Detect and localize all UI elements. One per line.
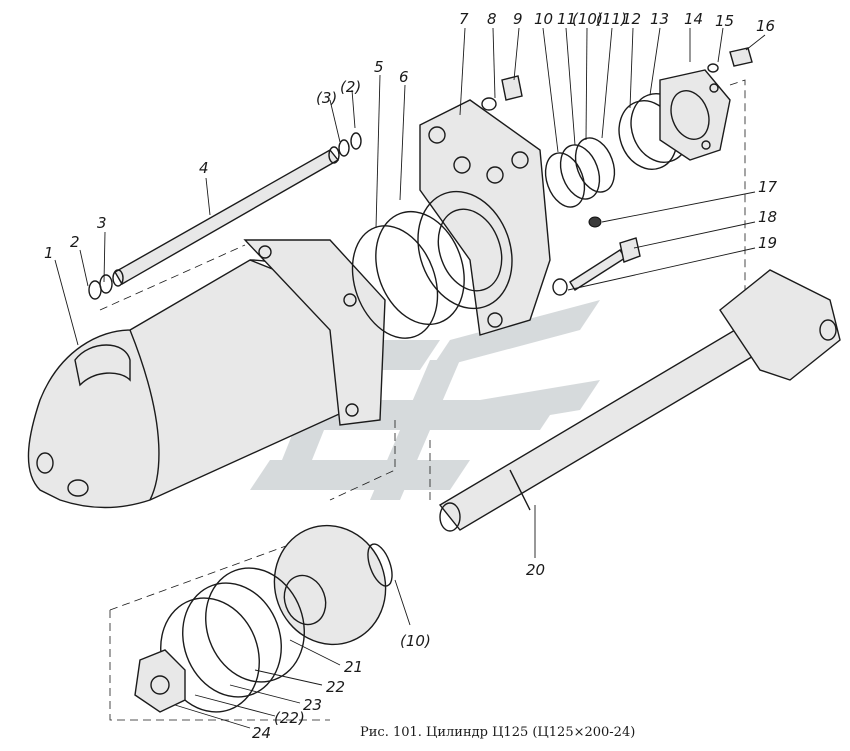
figure-caption: Рис. 101. Цилиндр Ц125 (Ц125×200-24) (360, 725, 636, 740)
label-16: 16 (756, 17, 775, 35)
label-11-11: (11) (596, 10, 627, 28)
plug-and-washer (481, 75, 523, 111)
label-18: 18 (758, 208, 777, 226)
piston-rod (438, 269, 841, 532)
label-24: 24 (252, 724, 271, 742)
label-8: 8 (487, 10, 497, 28)
label-1: 1 (44, 244, 54, 262)
label-13: 13 (650, 10, 669, 28)
label-14: 14 (684, 10, 703, 28)
label-10-paren: (10) (400, 632, 431, 650)
label-2-paren: (2) (340, 78, 361, 96)
tie-rod (88, 132, 362, 300)
label-21: 21 (344, 658, 363, 676)
gland-flange (659, 69, 731, 161)
label-20: 20 (526, 561, 545, 579)
cylinder-body (27, 239, 386, 509)
bolt-and-washer (707, 47, 753, 73)
cylinder-head (417, 99, 551, 336)
bolt-set (552, 216, 641, 296)
label-3-paren: (3) (316, 89, 337, 107)
label-17: 17 (758, 178, 778, 196)
leader-lines (54, 27, 766, 729)
label-22-paren: (22) (274, 709, 305, 727)
label-12: 12 (622, 10, 641, 28)
label-23: 23 (303, 696, 322, 714)
label-5: 5 (374, 58, 384, 76)
label-3: 3 (97, 214, 107, 232)
label-2: 2 (70, 233, 80, 251)
label-4: 4 (199, 159, 209, 177)
label-11: 11 (557, 10, 576, 28)
label-6: 6 (399, 68, 409, 86)
part-labels: 1 2 3 4 5 6 7 8 9 10 11 (10) (11) 12 13 … (44, 10, 778, 742)
label-22: 22 (326, 678, 345, 696)
seal-rings (351, 210, 465, 339)
label-10: 10 (534, 10, 553, 28)
piston-assembly (134, 524, 393, 713)
label-15: 15 (715, 12, 734, 30)
label-9: 9 (513, 10, 523, 28)
label-7: 7 (459, 10, 469, 28)
label-19: 19 (758, 234, 777, 252)
label-11-10: (10) (572, 10, 603, 28)
